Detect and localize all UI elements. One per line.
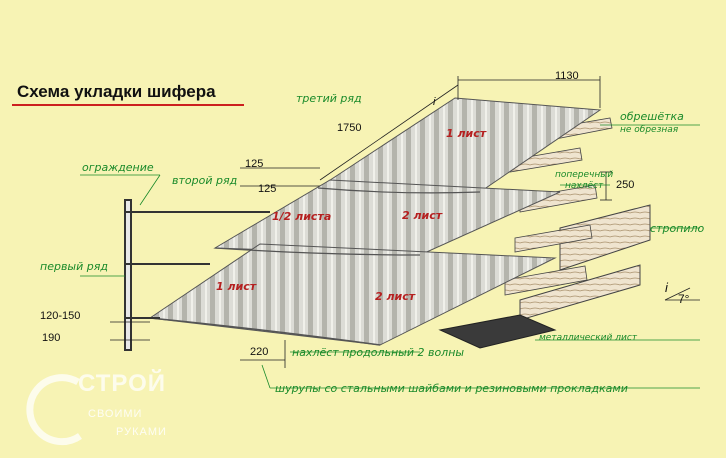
rafter-board	[519, 204, 651, 321]
label-sheet-1-bottom: 1 лист	[216, 280, 257, 293]
dim-220: 220	[250, 346, 269, 358]
slate-sheets	[148, 97, 602, 346]
dim-120-150: 120-150	[40, 310, 81, 322]
dim-125-a: 125	[245, 158, 264, 170]
label-batten: обрешётка	[620, 110, 684, 123]
label-first-row: первый ряд	[40, 260, 108, 273]
label-long-overlap: нахлёст продольный 2 волны	[292, 346, 465, 359]
watermark-line-1: СТРОЙ	[78, 370, 167, 397]
batten-boards	[504, 117, 613, 296]
label-half-sheet: 1/2 листа	[272, 210, 332, 223]
dim-250: 250	[616, 179, 635, 191]
watermark-line-3: РУКАМИ	[116, 426, 167, 438]
label-rafter: стропило	[650, 222, 705, 235]
label-cross-overlap-1: поперечный	[555, 170, 614, 180]
label-fence: ограждение	[82, 161, 154, 174]
label-batten-sub: не обрезная	[620, 125, 679, 135]
label-sheet-2-mid: 2 лист	[402, 209, 443, 222]
label-second-row: второй ряд	[172, 174, 238, 187]
label-metal-sheet: металлический лист	[539, 333, 638, 343]
dim-1130: 1130	[555, 70, 579, 82]
leader-lines	[80, 124, 700, 389]
slope-symbol: i	[665, 280, 668, 295]
label-sheet-1-top: 1 лист	[446, 127, 487, 140]
fence	[124, 199, 270, 351]
watermark-c-icon	[26, 374, 82, 446]
dimension-lines	[110, 76, 700, 368]
dim-190: 190	[42, 332, 61, 344]
slope-symbol-top: i	[433, 96, 436, 108]
dim-125-b: 125	[258, 183, 277, 195]
watermark-line-2: СВОИМИ	[88, 408, 143, 420]
watermark-logo: СТРОЙ СВОИМИ РУКАМИ	[18, 370, 188, 450]
dim-1750: 1750	[337, 122, 362, 134]
label-sheet-2-bottom: 2 лист	[375, 290, 416, 303]
title-underline	[12, 104, 244, 106]
metal-sheet	[438, 314, 557, 349]
label-cross-overlap-2: нахлёст	[565, 181, 604, 191]
diagram-title: Схема укладки шифера	[17, 82, 216, 101]
label-third-row: третий ряд	[296, 92, 362, 105]
slope-angle: 7°	[678, 292, 690, 306]
label-screws: шурупы со стальными шайбами и резиновыми…	[275, 382, 628, 395]
